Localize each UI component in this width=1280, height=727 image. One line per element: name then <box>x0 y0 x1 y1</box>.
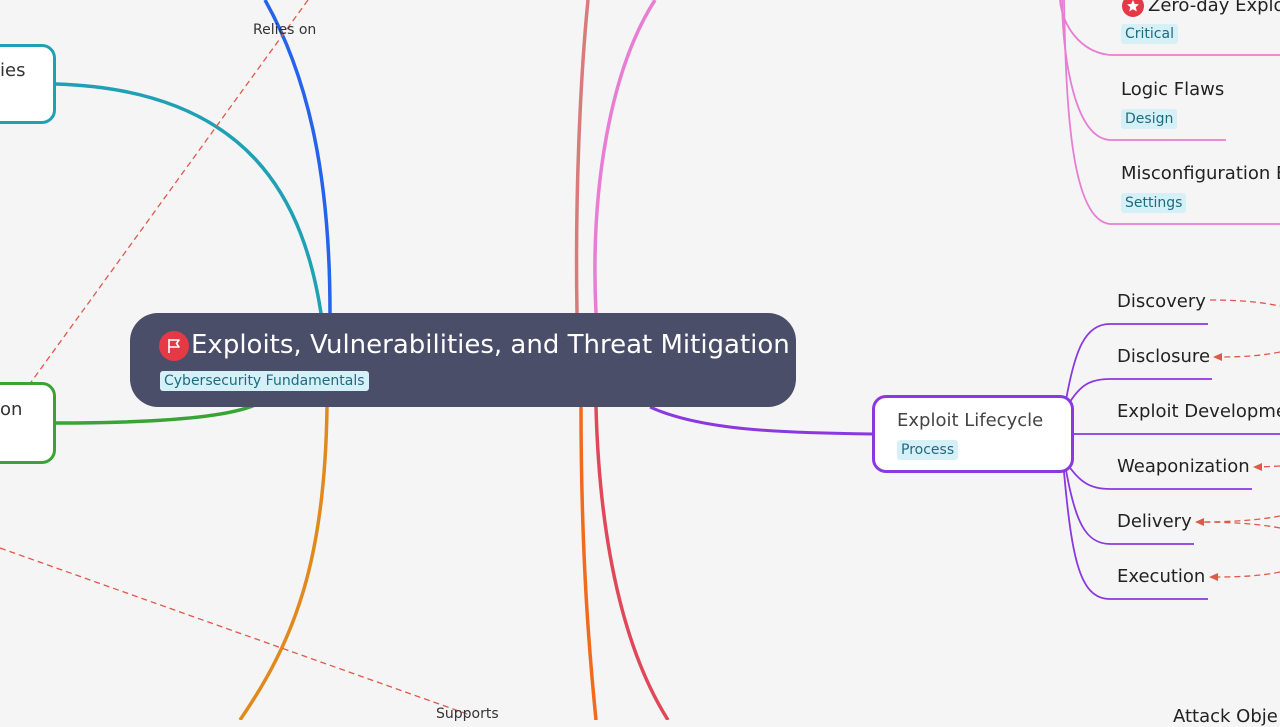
branch-teal <box>55 82 324 321</box>
lifecycle-sub-execution <box>1063 471 1208 600</box>
exploit-lifecycle-title: Exploit Lifecycle <box>897 410 1044 431</box>
relationship-line-relies-on <box>0 0 309 426</box>
relationship-line-weaponization <box>1259 465 1280 468</box>
pink-sub-2 <box>1061 0 1226 141</box>
attack-objectives-node[interactable]: Attack Obje <box>1173 706 1278 727</box>
relationship-label-relies-on[interactable]: Relies on <box>253 22 317 38</box>
branch-purple <box>649 405 873 436</box>
lifecycle-sub-discovery <box>1065 323 1208 401</box>
relationship-line-delivery-2 <box>1201 521 1280 529</box>
lifecycle-item-weaponization[interactable]: Weaponization <box>1117 456 1250 477</box>
relationship-line-disclosure <box>1219 351 1280 358</box>
topic-node-top-left[interactable] <box>0 44 56 124</box>
exploit-type-misconfiguration[interactable]: Misconfiguration E <box>1121 163 1280 184</box>
branch-orange-left <box>238 406 329 720</box>
branch-orange-right <box>579 406 598 720</box>
exploit-type-zero-day-tag: Critical <box>1121 24 1178 44</box>
lifecycle-item-execution[interactable]: Execution <box>1117 566 1206 587</box>
exploit-type-logic-flaws-tag: Design <box>1121 109 1178 129</box>
pink-sub-3 <box>1063 0 1280 225</box>
arrowhead-delivery <box>1195 518 1204 526</box>
lifecycle-item-exploit-development[interactable]: Exploit Developme <box>1117 401 1280 422</box>
lifecycle-sub-weaponization <box>1067 464 1252 490</box>
relationship-label-supports[interactable]: Supports <box>436 706 499 722</box>
central-topic-tag: Cybersecurity Fundamentals <box>160 371 369 391</box>
exploit-lifecycle-tag: Process <box>897 440 959 460</box>
branch-pink <box>593 0 657 314</box>
relationship-line-supports <box>0 547 471 716</box>
flag-icon <box>159 331 189 361</box>
central-topic[interactable] <box>130 313 796 407</box>
topic-node-mid-left-label: on <box>0 399 23 420</box>
arrowhead-disclosure <box>1213 353 1222 361</box>
lifecycle-item-discovery[interactable]: Discovery <box>1117 291 1206 312</box>
exploit-type-logic-flaws[interactable]: Logic Flaws <box>1121 79 1225 100</box>
branch-red <box>594 406 670 720</box>
arrowhead-weaponization <box>1253 463 1262 471</box>
exploit-type-misconfiguration-tag: Settings <box>1121 193 1187 213</box>
relationship-line-delivery-1 <box>1201 515 1280 523</box>
branch-green <box>55 403 256 425</box>
lifecycle-sub-delivery <box>1065 469 1194 545</box>
branch-salmon <box>574 0 590 314</box>
lifecycle-item-delivery[interactable]: Delivery <box>1117 511 1192 532</box>
branch-blue <box>263 0 332 314</box>
relationship-line-execution <box>1215 571 1280 578</box>
exploit-type-zero-day[interactable]: Zero-day Explo <box>1148 0 1280 16</box>
lifecycle-item-disclosure[interactable]: Disclosure <box>1117 346 1211 367</box>
exploit-lifecycle-node[interactable] <box>872 395 1074 473</box>
star-badge-icon <box>1122 0 1144 17</box>
topic-node-top-left-label: ies <box>0 60 26 81</box>
central-topic-title: Exploits, Vulnerabilities, and Threat Mi… <box>191 330 790 360</box>
arrowhead-execution <box>1209 573 1218 581</box>
relationship-line-discovery <box>1209 299 1280 307</box>
lifecycle-sub-disclosure <box>1067 378 1212 406</box>
topic-node-mid-left[interactable] <box>0 382 56 464</box>
